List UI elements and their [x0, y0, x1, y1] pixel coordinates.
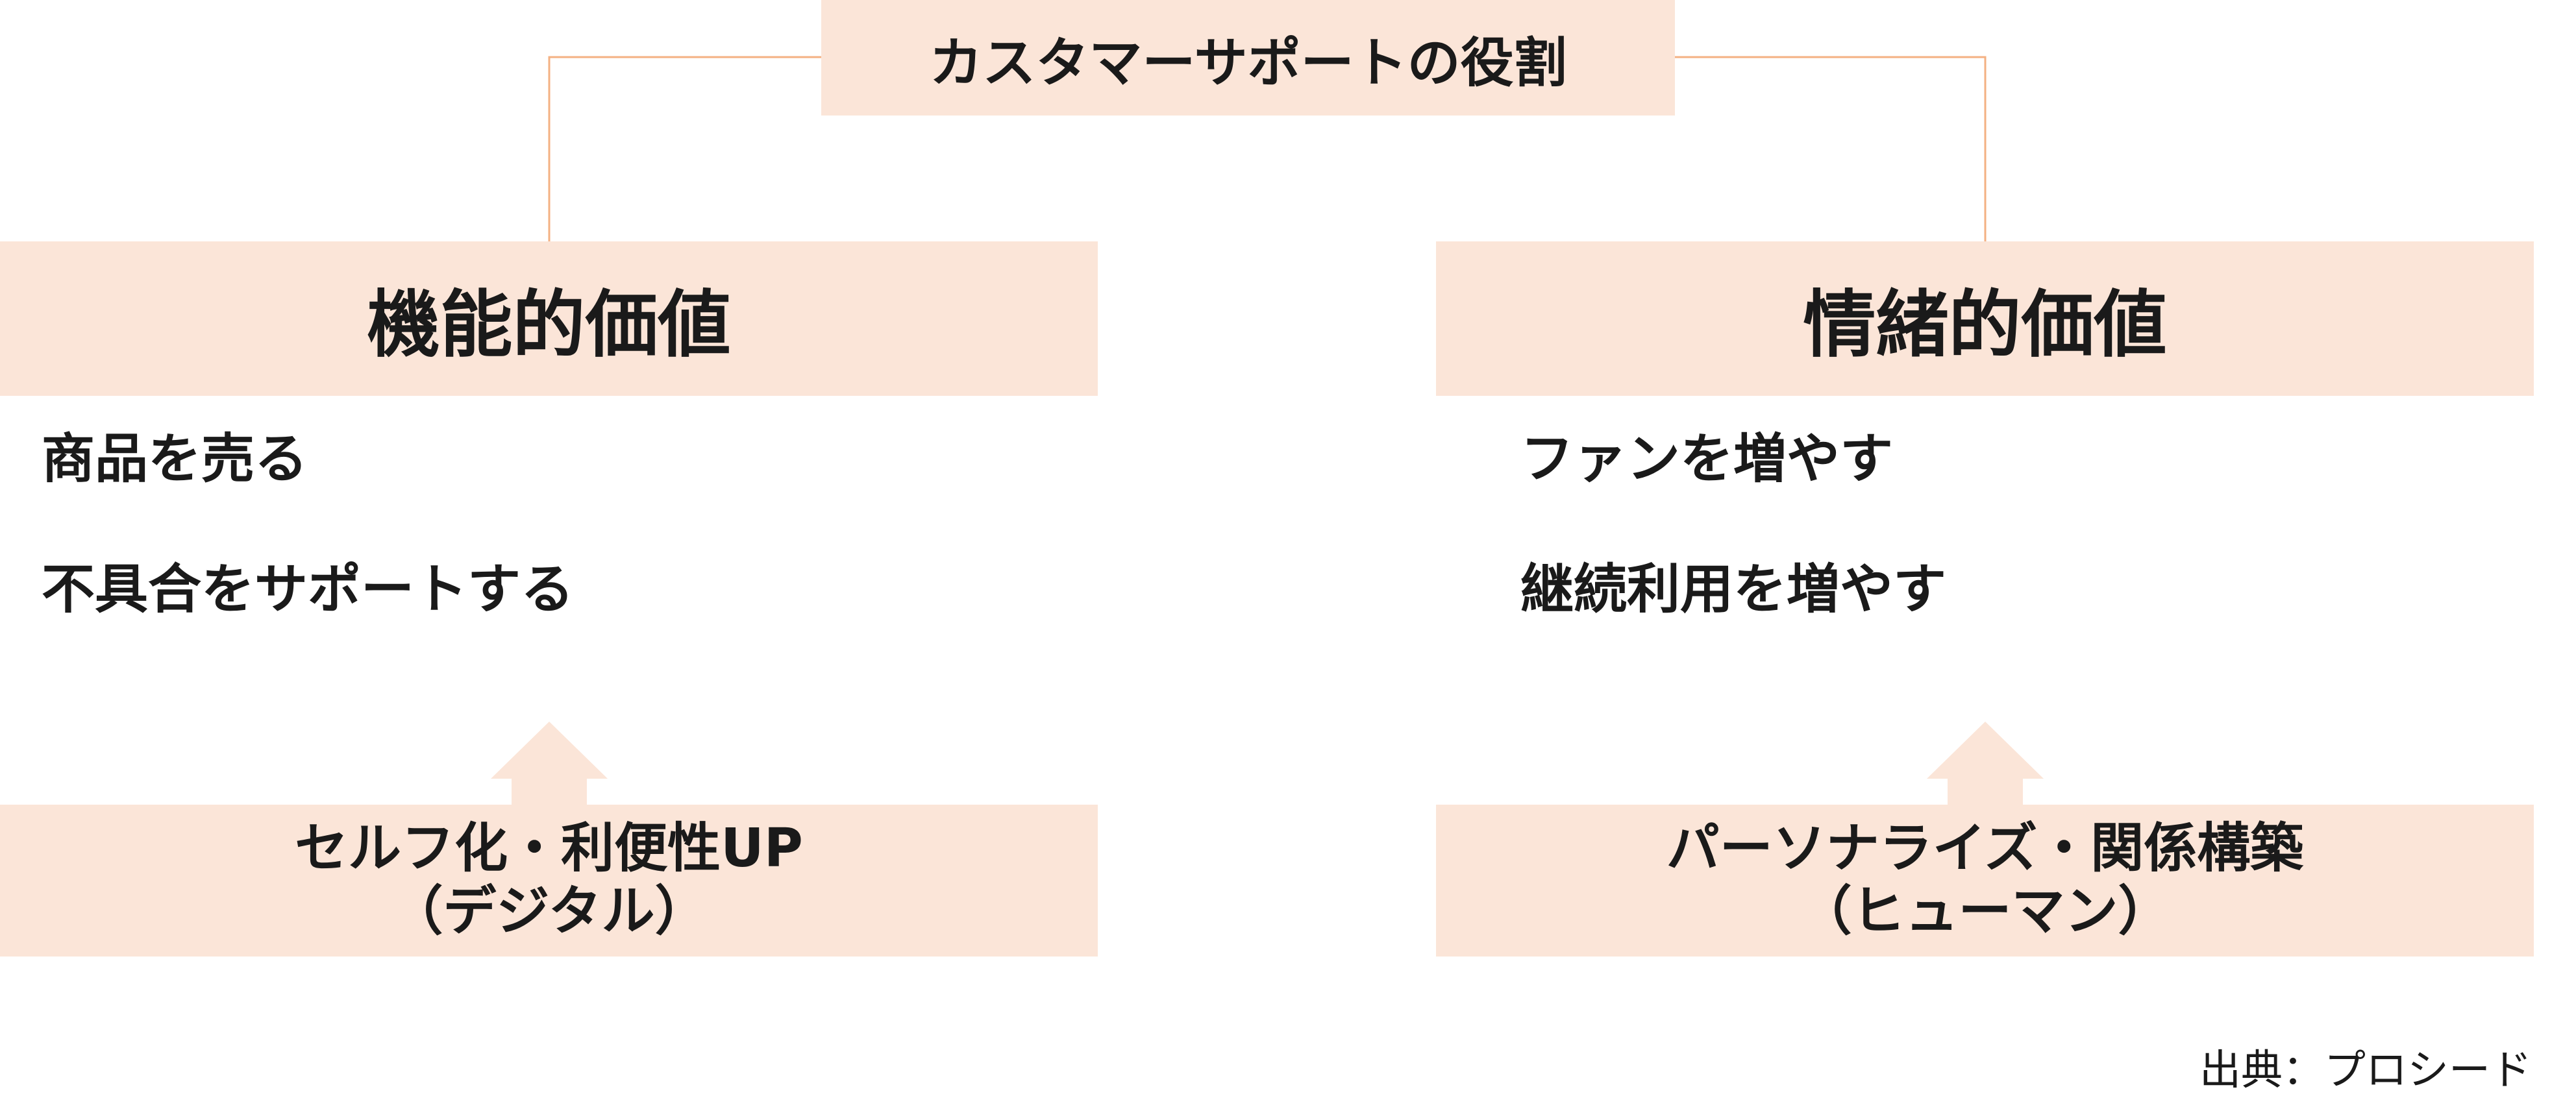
up-arrow-right [1927, 722, 2044, 805]
root-title-box: カスタマーサポートの役割 [821, 0, 1675, 116]
human-approach-line1: パーソナライズ・関係構築 [1666, 818, 2304, 880]
emotional-item: ファンを増やす [1520, 428, 1894, 490]
emotional-value-header: 情緒的価値 [1436, 241, 2534, 396]
up-arrow-left [491, 722, 608, 805]
connector-line-right [1675, 56, 1987, 241]
emotional-value-title: 情緒的価値 [1803, 283, 2167, 367]
digital-approach-line1: セルフ化・利便性UP [295, 818, 803, 880]
human-approach-line2: （ヒューマン） [1798, 881, 2172, 942]
emotional-item: 継続利用を増やす [1520, 559, 1947, 620]
source-credit: 出典：プロシード [2199, 1047, 2532, 1095]
functional-value-title: 機能的価値 [367, 283, 731, 367]
digital-approach-box: セルフ化・利便性UP （デジタル） [0, 805, 1098, 957]
functional-item: 商品を売る [42, 428, 308, 490]
functional-value-header: 機能的価値 [0, 241, 1098, 396]
connector-line-left [548, 56, 821, 241]
root-title: カスタマーサポートの役割 [929, 32, 1567, 94]
functional-item: 不具合をサポートする [42, 559, 575, 620]
human-approach-box: パーソナライズ・関係構築 （ヒューマン） [1436, 805, 2534, 957]
digital-approach-line2: （デジタル） [390, 881, 708, 942]
